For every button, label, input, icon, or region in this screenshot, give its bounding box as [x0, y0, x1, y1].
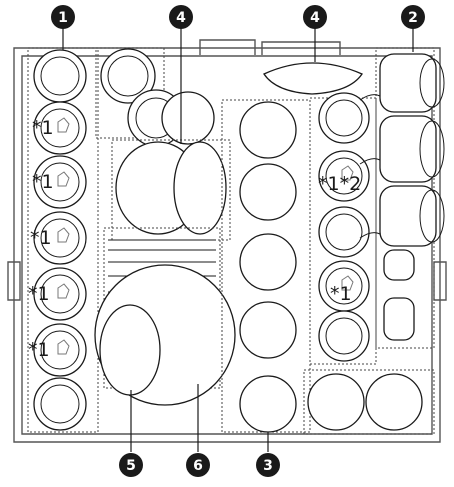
callout-4-right: 4: [303, 5, 327, 29]
marker-1: *1: [32, 117, 54, 139]
callout-1-label: 1: [58, 10, 68, 26]
marker-3: *1: [30, 227, 52, 249]
callout-6-label: 6: [193, 458, 203, 474]
right-inner-cups: [310, 93, 376, 364]
callout-4-right-label: 4: [310, 10, 320, 26]
zone-4-plates: [112, 140, 230, 240]
zone-3-cups: [222, 100, 310, 432]
marker-4: *1: [28, 283, 50, 305]
zone-5-bowl: [100, 305, 160, 395]
callout-2-label: 2: [408, 10, 418, 26]
marker-2: *1: [32, 171, 54, 193]
callout-4-left-label: 4: [176, 10, 186, 26]
zone-4-bowl: [264, 63, 362, 94]
callout-4-left: 4: [169, 5, 193, 29]
bottom-cups: [304, 370, 434, 434]
callout-3-label: 3: [263, 458, 273, 474]
callout-2: 2: [401, 5, 425, 29]
callout-1: 1: [51, 5, 75, 29]
marker-7: *1: [330, 283, 352, 305]
column-2-cups: [96, 48, 214, 146]
callout-5-label: 5: [126, 458, 136, 474]
callout-3: 3: [256, 453, 280, 477]
marker-6: *1*2: [318, 173, 361, 195]
callout-5: 5: [119, 453, 143, 477]
marker-5: *1: [28, 339, 50, 361]
callout-6: 6: [186, 453, 210, 477]
